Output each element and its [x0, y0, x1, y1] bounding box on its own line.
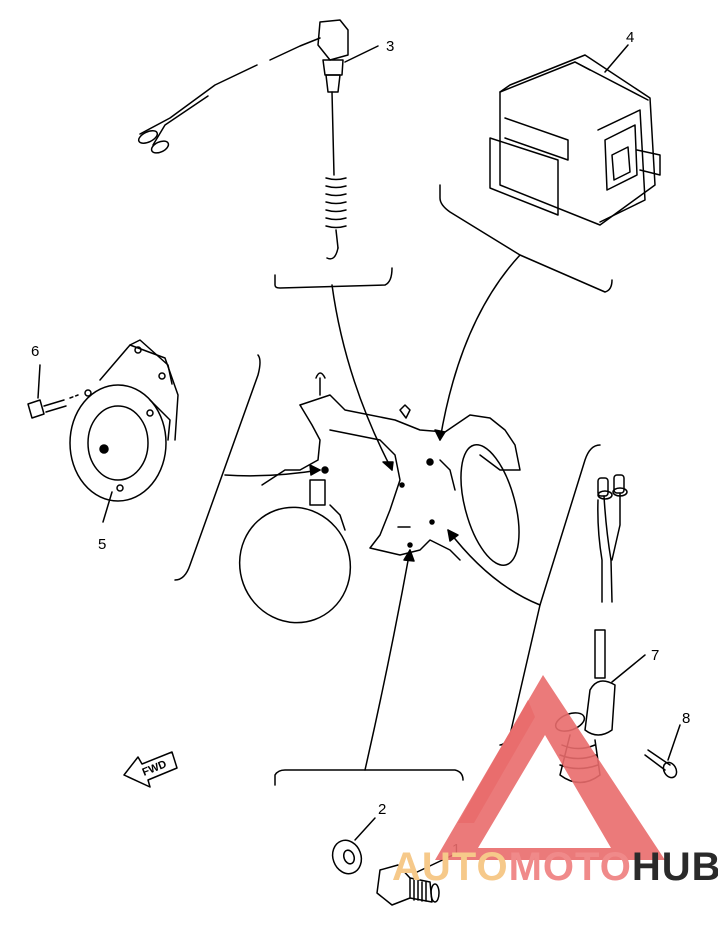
callout-6: 6 [31, 343, 39, 360]
watermark-hub: HUB [632, 845, 718, 889]
flasher-relay [490, 55, 660, 225]
arrow-left-icon [124, 752, 177, 787]
callout-7: 7 [651, 647, 659, 664]
watermark: AUTOMOTOHUB [392, 675, 718, 889]
gasket [328, 836, 366, 878]
neutral-switch [377, 865, 439, 905]
callout-5: 5 [98, 536, 106, 553]
callout-8: 8 [682, 710, 690, 727]
watermark-moto: MOTO [509, 845, 632, 889]
callout-leaders [38, 45, 680, 873]
callout-2: 2 [378, 801, 386, 818]
leader-lines [225, 255, 540, 770]
rear-brake-switch [137, 20, 348, 259]
watermark-text: AUTOMOTOHUB [392, 845, 718, 889]
callout-3: 3 [386, 38, 394, 55]
screw [645, 750, 679, 780]
watermark-auto: AUTO [392, 845, 509, 889]
callout-4: 4 [626, 29, 634, 46]
horn [70, 340, 178, 501]
fwd-direction-marker: FWD [124, 752, 177, 787]
horn-bolt [28, 395, 78, 418]
warning-triangle-icon [435, 675, 665, 860]
motorcycle-outline [223, 373, 530, 638]
